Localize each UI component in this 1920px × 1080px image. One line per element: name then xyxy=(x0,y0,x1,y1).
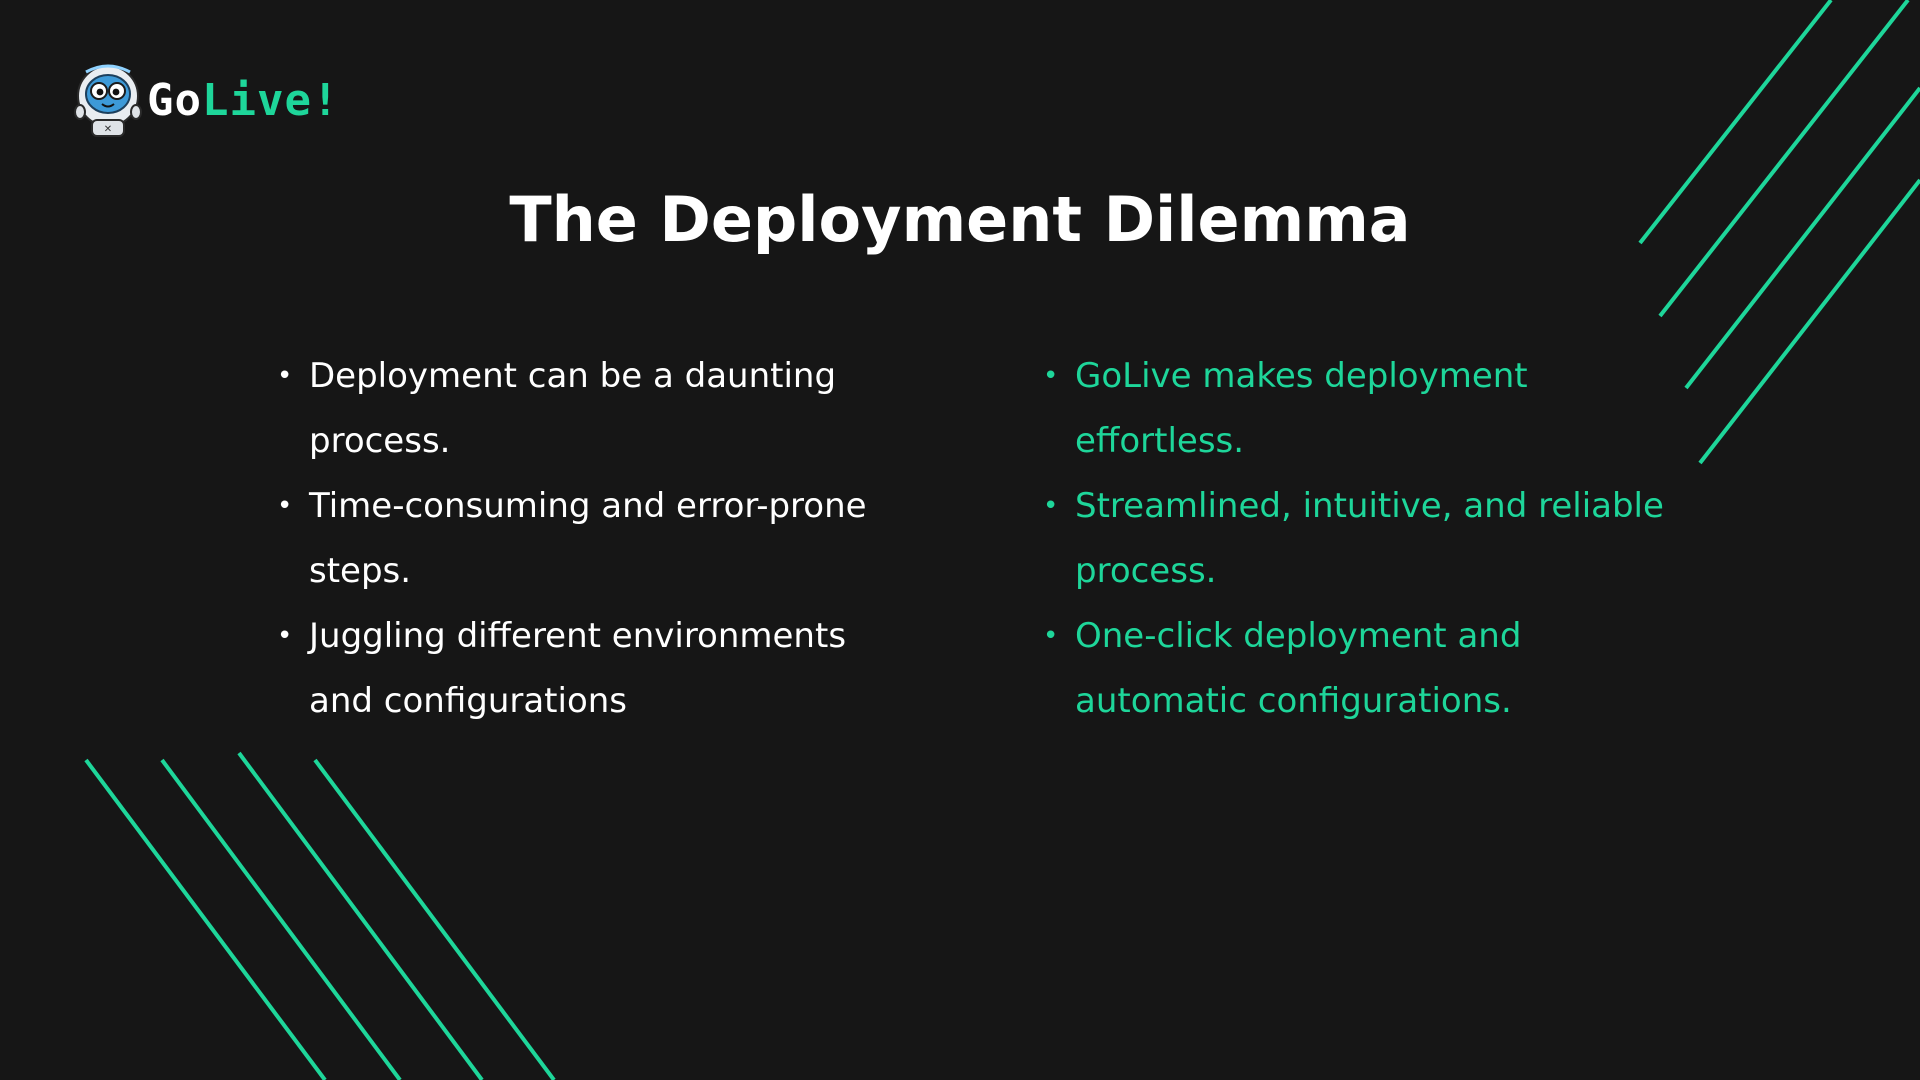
svg-text:✕: ✕ xyxy=(104,124,112,135)
brand-name-go: Go xyxy=(147,75,202,126)
deco-line-bottom-1 xyxy=(84,758,327,1080)
solution-item: One-click deployment and automatic confi… xyxy=(1043,604,1683,734)
problem-item: Deployment can be a daunting process. xyxy=(277,344,907,474)
brand-wordmark: GoLive! xyxy=(147,79,339,123)
slide-title: The Deployment Dilemma xyxy=(509,183,1411,256)
astronaut-mascot-icon: ✕ xyxy=(74,64,142,137)
solution-item: Streamlined, intuitive, and reliable pro… xyxy=(1043,474,1683,604)
deco-line-top-2 xyxy=(1658,0,1910,318)
deco-line-bottom-3 xyxy=(237,751,484,1080)
solution-item: GoLive makes deployment effortless. xyxy=(1043,344,1683,474)
problems-list: Deployment can be a daunting process. Ti… xyxy=(277,344,907,734)
solutions-list: GoLive makes deployment effortless. Stre… xyxy=(1043,344,1683,734)
problem-item: Time-consuming and error-prone steps. xyxy=(277,474,907,604)
golive-logo: ✕ GoLive! xyxy=(72,60,339,142)
deco-line-bottom-4 xyxy=(313,758,556,1080)
brand-name-live: Live! xyxy=(201,75,340,126)
deco-line-bottom-2 xyxy=(160,758,402,1080)
problem-item: Juggling different environments and conf… xyxy=(277,604,907,734)
